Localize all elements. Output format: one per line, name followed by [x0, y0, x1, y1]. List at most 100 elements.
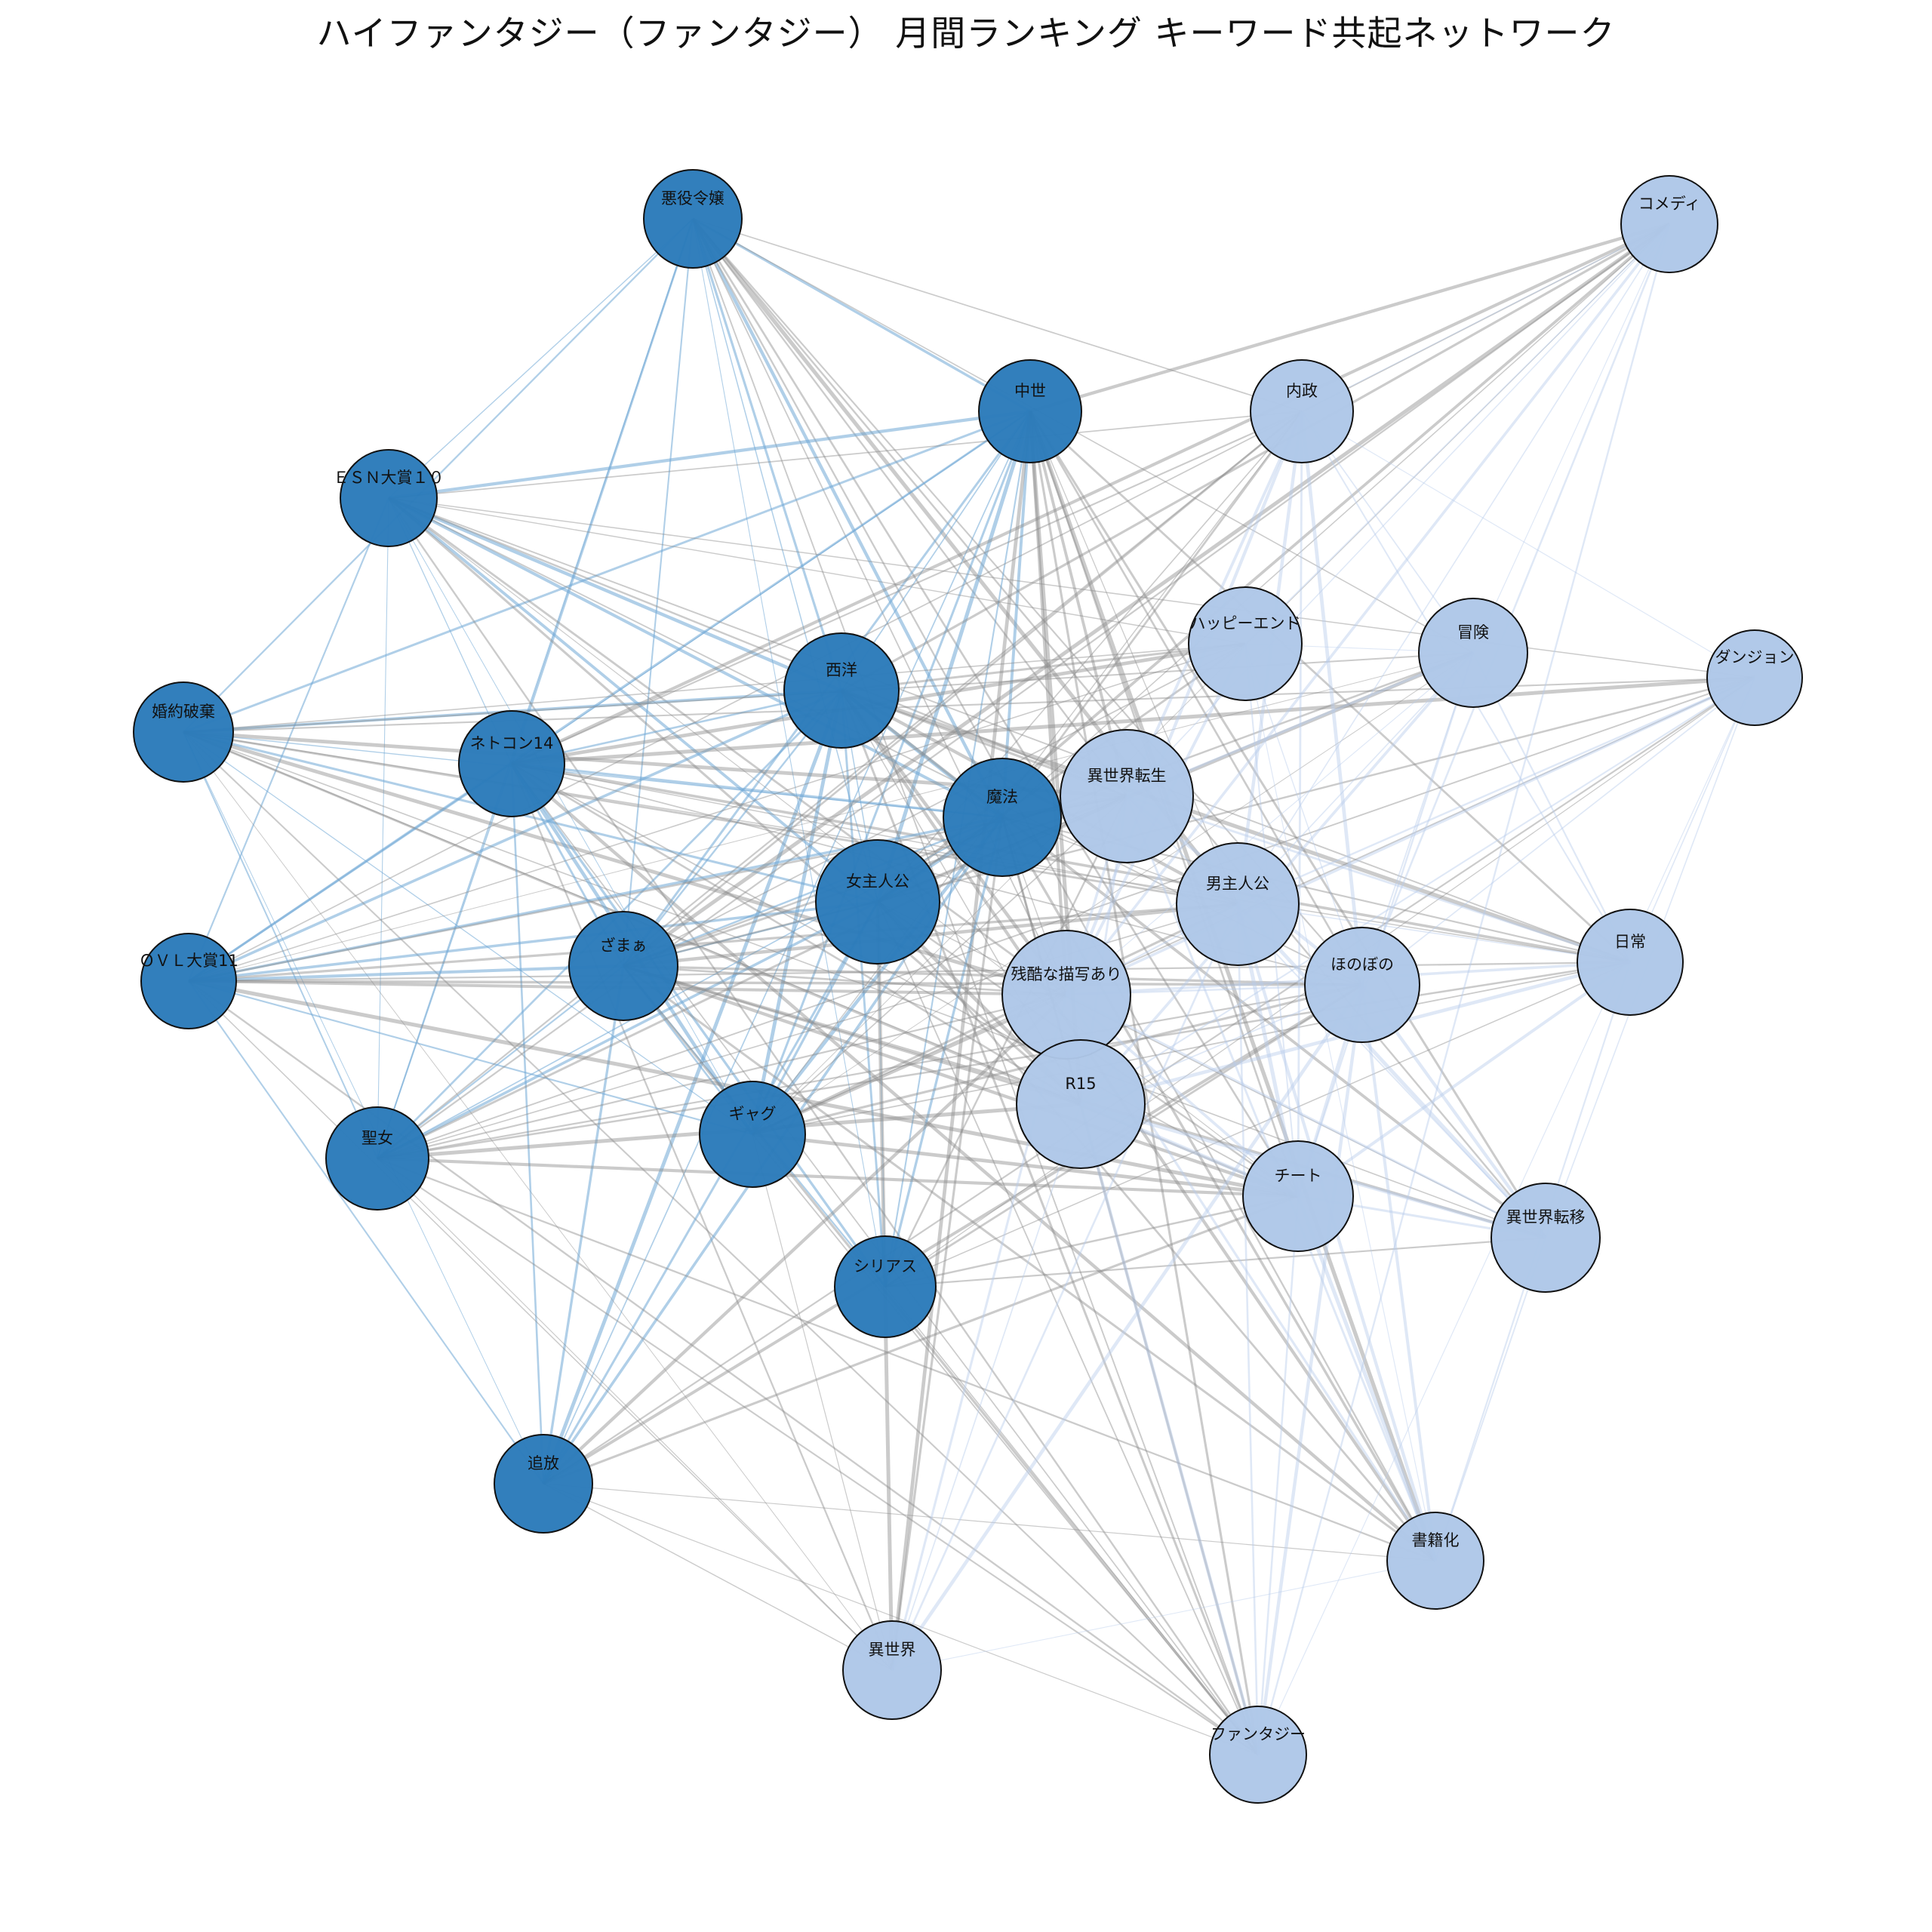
edge	[542, 993, 1068, 1485]
edge	[752, 1134, 893, 1671]
edge	[1065, 223, 1671, 996]
edge	[875, 411, 1032, 903]
edge	[377, 677, 1755, 1159]
node-circle	[1242, 1140, 1354, 1252]
edge	[1029, 411, 1238, 905]
edge	[691, 218, 1004, 818]
chart-title: ハイファンタジー（ファンタジー） 月間ランキング キーワード共起ネットワーク	[316, 13, 1616, 54]
edge	[891, 817, 1004, 1671]
edge	[1001, 411, 1032, 818]
edge	[187, 497, 390, 982]
edge	[377, 411, 1303, 1159]
node-circle	[325, 1106, 429, 1211]
node-label: ギャグ	[729, 1105, 777, 1123]
edge	[877, 901, 1546, 1238]
edge	[1237, 676, 1755, 906]
edge	[752, 961, 1631, 1135]
node-circle	[340, 449, 438, 547]
node-circle	[1418, 598, 1528, 708]
edge	[1257, 1195, 1300, 1755]
node-4: 婚約破棄	[133, 681, 234, 783]
node-label: 女主人公	[846, 872, 909, 891]
edge	[1065, 411, 1303, 995]
edge	[691, 218, 1437, 1561]
edge	[1066, 993, 1546, 1239]
edge	[183, 643, 1246, 733]
edge	[377, 1156, 1299, 1198]
edge-layer	[183, 217, 1755, 1756]
node-circle	[1620, 175, 1718, 273]
node-circle	[568, 911, 678, 1021]
edge	[752, 652, 1474, 1135]
edge	[1297, 652, 1475, 1197]
node-15: 内政	[1250, 359, 1354, 463]
edge	[692, 218, 1128, 797]
node-label: R15	[1065, 1075, 1096, 1093]
edge	[692, 217, 1031, 413]
edge	[623, 964, 1436, 1562]
edge	[1301, 411, 1755, 678]
edge	[388, 218, 694, 499]
node-22: 日常	[1577, 909, 1684, 1016]
edge	[751, 411, 1032, 1135]
edge	[377, 983, 1363, 1160]
edge	[183, 218, 694, 733]
edge	[543, 1483, 893, 1671]
node-circle	[1386, 1512, 1484, 1610]
edge	[377, 993, 1067, 1160]
edge	[188, 223, 1670, 982]
edge	[1297, 961, 1632, 1198]
node-29: ファンタジー	[1209, 1706, 1307, 1804]
node-layer: 悪役令嬢中世ＥＳＮ大賞１０西洋婚約破棄ネトコン14魔法女主人公ざまぁＯＶＬ大賞1…	[133, 169, 1803, 1804]
edge	[1028, 411, 1069, 995]
edge	[377, 1158, 1259, 1755]
node-1: 中世	[978, 359, 1082, 463]
edge	[387, 497, 1082, 1106]
edge	[623, 816, 1003, 968]
node-23: 残酷な描写あり	[1001, 930, 1131, 1060]
node-label: 西洋	[826, 661, 857, 679]
node-6: 魔法	[943, 758, 1062, 877]
edge	[183, 730, 1067, 997]
edge	[891, 903, 1239, 1671]
node-circle	[458, 710, 565, 817]
edge	[1066, 652, 1474, 995]
node-label: 男主人公	[1206, 875, 1269, 893]
edge	[623, 964, 1081, 1106]
edge	[541, 690, 844, 1484]
node-label: ダンジョン	[1715, 648, 1795, 666]
node-label: 異世界転移	[1506, 1208, 1586, 1226]
edge	[183, 676, 1755, 734]
edge	[1126, 795, 1631, 964]
edge	[510, 763, 545, 1484]
edge	[1297, 411, 1303, 1197]
node-label: コメディ	[1638, 195, 1701, 213]
node-label: ＥＳＮ大賞１０	[334, 469, 445, 487]
node-circle	[1577, 909, 1684, 1016]
edge	[692, 218, 1474, 654]
edge	[188, 980, 753, 1136]
node-8: ざまぁ	[568, 911, 678, 1021]
edge	[623, 964, 1067, 996]
edge	[623, 690, 842, 967]
node-circle	[1001, 930, 1131, 1060]
node-7: 女主人公	[815, 839, 940, 964]
edge	[1237, 903, 1631, 963]
edge	[877, 642, 1246, 903]
node-11: ギャグ	[699, 1081, 806, 1188]
edge	[511, 762, 1081, 1106]
node-12: シリアス	[834, 1235, 937, 1338]
edge	[692, 218, 1546, 1238]
edge	[188, 964, 624, 983]
edge	[377, 218, 694, 1159]
edge	[511, 762, 1631, 964]
node-label: ファンタジー	[1211, 1725, 1306, 1743]
edge	[1078, 1103, 1260, 1755]
edge	[1237, 223, 1670, 905]
node-circle	[1016, 1039, 1146, 1169]
edge	[377, 961, 1631, 1160]
edge	[388, 497, 1003, 819]
edge	[388, 497, 1259, 1755]
edge	[1435, 1237, 1546, 1561]
